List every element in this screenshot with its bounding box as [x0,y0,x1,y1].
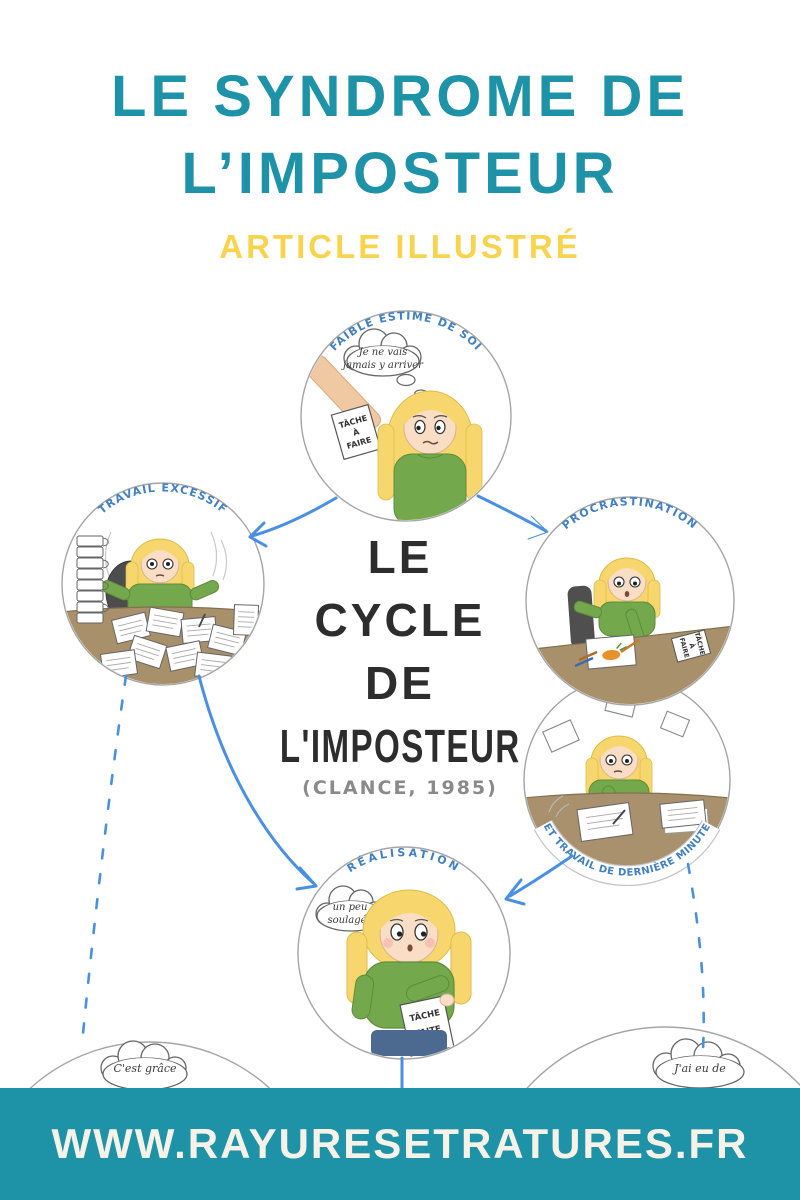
title-line-1: LE SYNDROME DE [110,64,690,129]
scattered-papers [99,604,260,681]
girl-illustration [377,390,483,520]
node-faible-estime: TÂCHE À FAIRE Je ne vais jamais y arrive… [300,309,512,522]
writing-paper [576,801,634,843]
arm [406,975,450,1002]
node-temoin-gauche: C'est grâce [29,1040,271,1088]
cycle-citation: (CLANCE, 1985) [302,777,498,799]
task-note: TÂCHE À FAIRE [330,403,382,461]
thought-cloud: J'ai eu de [652,1038,745,1088]
drawing-sheet [585,634,637,670]
thought-cloud: Je ne vais jamais y arriver [341,328,429,399]
footer-bar: WWW.RAYURESETRATURES.FR [0,1088,800,1200]
travail-excessif-illustration [63,531,263,684]
node-circle [526,1026,800,1088]
cycle-title: LE CYCLE DE L'IMPOSTEUR (CLANCE, 1985) [250,534,550,799]
procrastination-illustration: TÂCHE À FAIRE [527,557,733,704]
title-line-2: L’IMPOSTEUR [181,141,619,206]
motion-lines [104,531,112,577]
realisation-illustration: un peu soulagée [315,885,472,1057]
note-line: À [687,642,697,649]
thought-line: soulagée [328,915,373,926]
dashed-link-left [80,674,128,1046]
note-line: À [351,425,361,438]
thought-line: jamais y arriver [341,360,424,371]
node-temoin-droit: J'ai eu de [526,1026,800,1088]
cup-stack [76,535,109,624]
node-procrastination: TÂCHE À FAIRE PROCRASTINATION [525,495,735,706]
node-travail-excessif: TRAVAIL EXCESSIF [61,481,265,686]
note-stack [659,799,710,835]
page-title: LE SYNDROME DE L’IMPOSTEUR [0,58,800,212]
page-subtitle: ARTICLE ILLUSTRÉ [219,228,581,265]
chair [567,585,595,649]
cycle-title-line: LE [367,531,433,583]
pen-icon [198,613,206,628]
website-url: WWW.RAYURESETRATURES.FR [51,1120,749,1167]
cycle-title-line: L'IMPOSTEUR [279,720,521,772]
cycle-title-line: DE [365,657,435,709]
hand-icon [439,993,455,1007]
jeans [371,1030,447,1056]
thought-line: J'ai eu de [672,1062,726,1075]
thought-cloud: C'est grâce [100,1040,188,1088]
motion-lines [548,795,570,818]
pen-icon [612,809,626,825]
pencils [574,650,598,668]
thought-line: un peu [333,902,368,913]
node-realisation: un peu soulagée [297,846,511,1060]
faible-estime-illustration: TÂCHE À FAIRE Je ne vais jamais y arrive… [302,328,483,520]
cycle-title-line: CYCLE [314,594,486,646]
thought-line: C'est grâce [113,1062,177,1075]
task-note: TÂCHE À FAIRE [670,629,712,663]
thought-line: Je ne vais [357,347,408,358]
pencil-icon [620,639,640,653]
girl-illustration [346,889,472,1029]
